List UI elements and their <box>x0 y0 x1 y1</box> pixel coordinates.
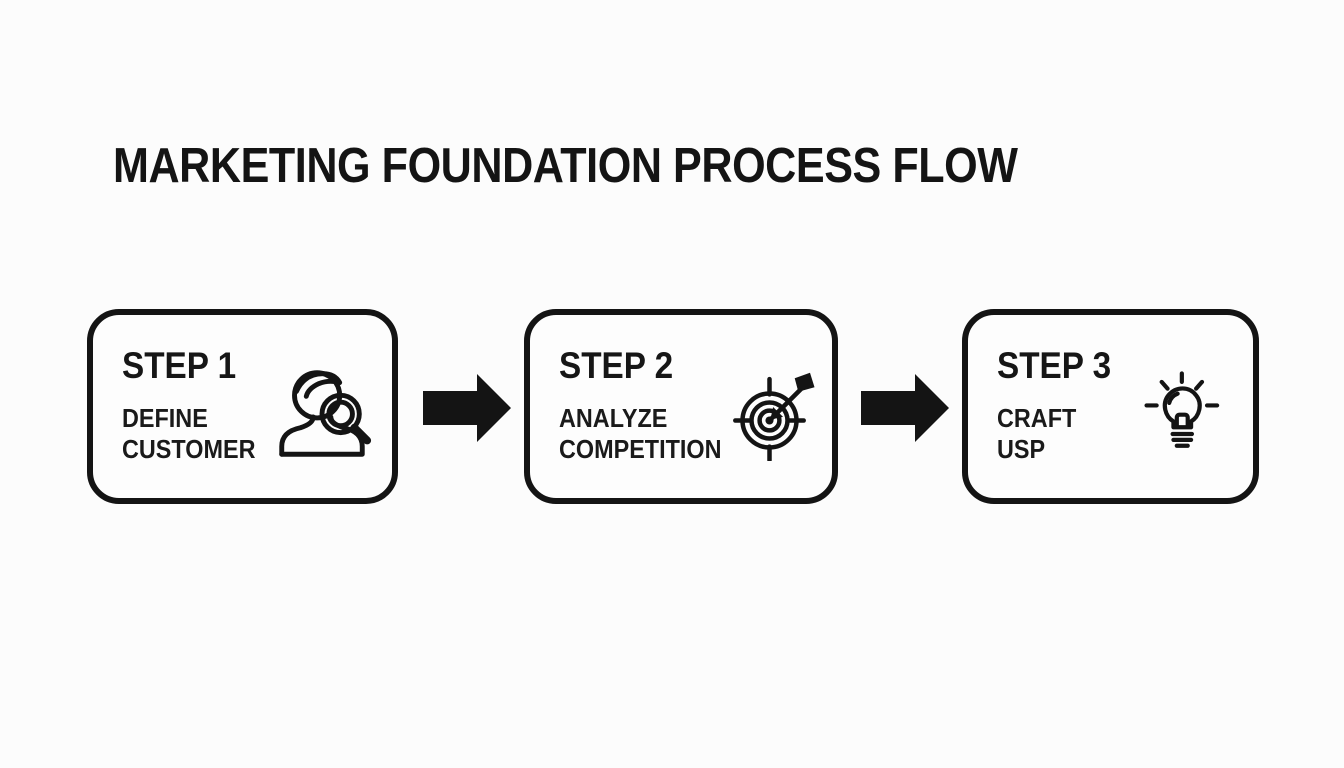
step-2-number: STEP 2 <box>559 345 674 386</box>
step-1-text: STEP 1 DEFINE CUSTOMER <box>122 345 270 465</box>
arrow-right-icon <box>861 374 949 442</box>
step-2-title: ANALYZE COMPETITION <box>559 403 722 464</box>
arrow-right-icon <box>423 374 511 442</box>
step-3-text: STEP 3 CRAFT USP <box>997 345 1124 465</box>
page-title: MARKETING FOUNDATION PROCESS FLOW <box>113 139 1018 193</box>
step-3-title: CRAFT USP <box>997 403 1077 464</box>
step-card-1: STEP 1 DEFINE CUSTOMER <box>87 309 398 504</box>
step-1-number: STEP 1 <box>122 345 237 386</box>
step-3-number: STEP 3 <box>997 345 1112 386</box>
target-arrow-icon <box>733 372 815 461</box>
step-1-title: DEFINE CUSTOMER <box>122 403 256 464</box>
step-card-2: STEP 2 ANALYZE COMPETITION <box>524 309 838 504</box>
step-card-3: STEP 3 CRAFT USP <box>962 309 1259 504</box>
step-2-text: STEP 2 ANALYZE COMPETITION <box>559 345 740 465</box>
customer-search-icon <box>279 370 372 457</box>
lightbulb-icon <box>1144 371 1220 448</box>
